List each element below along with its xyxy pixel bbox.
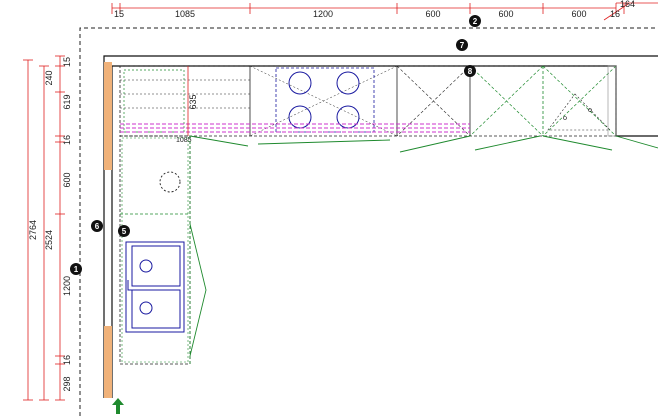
left-dim-240: 240 [44, 70, 54, 85]
top-cabinet-run [119, 65, 617, 137]
door-swings-top [189, 135, 658, 153]
top-dim-600-c: 600 [571, 9, 586, 19]
hob-appliance [275, 67, 375, 133]
marker-2[interactable]: 2 [469, 15, 481, 27]
top-dim-1085: 1085 [175, 9, 195, 19]
svg-text:7: 7 [460, 41, 465, 50]
left-cabinet-run [119, 135, 207, 365]
left-dim-overall: 2764 [28, 220, 38, 240]
svg-text:6: 6 [95, 222, 100, 231]
left-dim-16-b: 16 [62, 355, 72, 365]
left-dim-inner: 2524 [44, 230, 54, 250]
svg-text:5: 5 [122, 227, 127, 236]
left-dim-16-a: 16 [62, 135, 72, 145]
left-dimension-chains [23, 55, 65, 401]
wall-end-bottom [104, 326, 112, 398]
entrance-arrow-icon [112, 398, 124, 414]
marker-6[interactable]: 6 [91, 220, 103, 232]
left-dim-600: 600 [62, 172, 72, 187]
left-dim-1200: 1200 [62, 276, 72, 296]
top-dim-1200: 1200 [313, 9, 333, 19]
depth-dimension-label: 635 [188, 94, 198, 109]
svg-text:8: 8 [468, 67, 473, 76]
sink-appliance [125, 241, 185, 333]
top-dimension-chain [111, 2, 658, 21]
worktop-edge [120, 123, 470, 133]
top-dim-extra: 164 [620, 0, 635, 9]
top-dim-600-b: 600 [498, 9, 513, 19]
left-dim-15: 15 [62, 57, 72, 67]
marker-7[interactable]: 7 [456, 39, 468, 51]
svg-text:2: 2 [473, 17, 478, 26]
wall-end-top [104, 62, 112, 170]
room-boundary [79, 27, 658, 416]
marker-5[interactable]: 5 [118, 225, 130, 237]
top-dim-15: 15 [114, 9, 124, 19]
left-dim-619: 619 [62, 94, 72, 109]
top-dim-16: 16 [610, 9, 620, 19]
marker-1[interactable]: 1 [70, 263, 82, 275]
top-dim-600-a: 600 [425, 9, 440, 19]
corner-label: 1085 [176, 137, 192, 144]
left-dim-298: 298 [62, 376, 72, 391]
svg-text:1: 1 [74, 265, 79, 274]
marker-8[interactable]: 8 [464, 65, 476, 77]
